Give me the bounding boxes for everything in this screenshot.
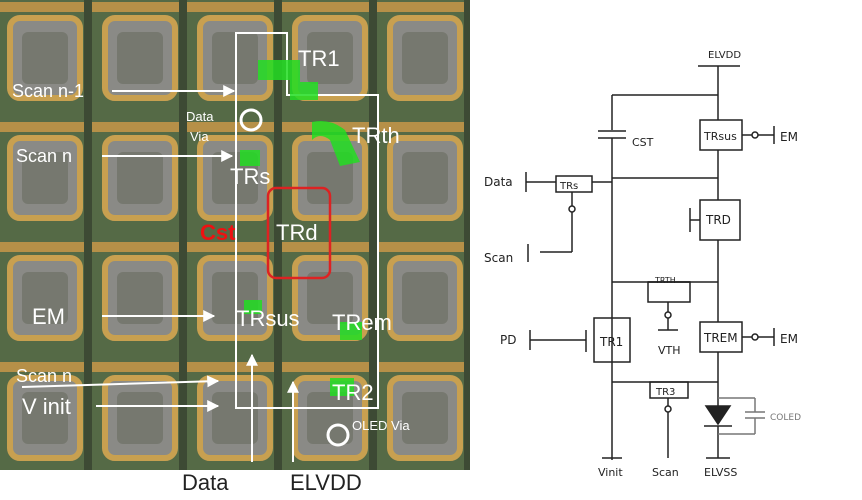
sch-trd: TRD — [705, 213, 731, 227]
sch-trth: TRTH — [654, 276, 676, 285]
green-highlights — [240, 60, 362, 396]
sch-trsus: TRsus — [703, 130, 737, 143]
sch-elvdd: ELVDD — [708, 50, 741, 61]
trsus-highlight — [244, 300, 262, 314]
sch-scan-bottom: Scan — [652, 466, 679, 479]
sch-vth: VTH — [658, 344, 681, 357]
micrograph-panel: TR1 TRth TRs TRd Cst TRsus TRem TR2 Data… — [0, 0, 470, 500]
signal-scan-n-upper: Scan n — [16, 146, 72, 166]
left-signals: Scan n-1 Scan n EM Scan n V init — [12, 81, 236, 419]
signal-scan-n-lower: Scan n — [16, 366, 72, 386]
signal-v-init: V init — [22, 394, 71, 419]
trs-highlight — [240, 150, 260, 166]
data-via-marker — [239, 108, 263, 132]
sch-cst: CST — [632, 136, 654, 149]
tr2-highlight — [330, 378, 354, 396]
sch-tr3: TR3 — [655, 387, 675, 398]
sch-trs: TRs — [559, 181, 578, 192]
label-trem: TRem — [332, 310, 392, 335]
sch-em-bottom: EM — [780, 332, 798, 346]
sch-coled: COLED — [770, 413, 801, 423]
sch-tr1: TR1 — [599, 335, 623, 349]
label-oled-via: OLED Via — [352, 418, 410, 433]
oled-via-marker — [326, 423, 350, 447]
sch-scan-left: Scan — [484, 251, 513, 265]
trth-highlight — [312, 121, 360, 166]
signal-scan-n-1: Scan n-1 — [12, 81, 84, 101]
label-trsus: TRsus — [236, 306, 300, 331]
sch-trem: TREM — [703, 331, 738, 345]
trem-highlight — [340, 322, 362, 340]
label-tr2: TR2 — [332, 380, 374, 405]
schematic-panel — [525, 65, 775, 460]
label-cst: Cst — [200, 220, 236, 245]
cst-box — [266, 186, 332, 280]
label-tr1: TR1 — [298, 46, 340, 71]
sch-pd: PD — [500, 333, 516, 347]
schematic-labels: ELVDD CST TRsus EM Data TRs TRD Scan TRT… — [484, 50, 801, 479]
input-data: Data — [182, 470, 229, 495]
sch-em-top: EM — [780, 130, 798, 144]
pixel-outline — [235, 32, 379, 409]
tr1-highlight — [258, 60, 318, 100]
label-trd: TRd — [276, 220, 318, 245]
label-trs: TRs — [230, 164, 270, 189]
signal-em: EM — [32, 304, 65, 329]
sch-elvss: ELVSS — [704, 466, 737, 479]
micrograph-caption-strip — [0, 470, 470, 500]
sch-data: Data — [484, 175, 513, 189]
input-elvdd: ELVDD — [290, 470, 362, 495]
sch-vinit: Vinit — [598, 466, 623, 479]
label-trth: TRth — [352, 123, 400, 148]
label-data-via: Data Via — [186, 109, 217, 144]
